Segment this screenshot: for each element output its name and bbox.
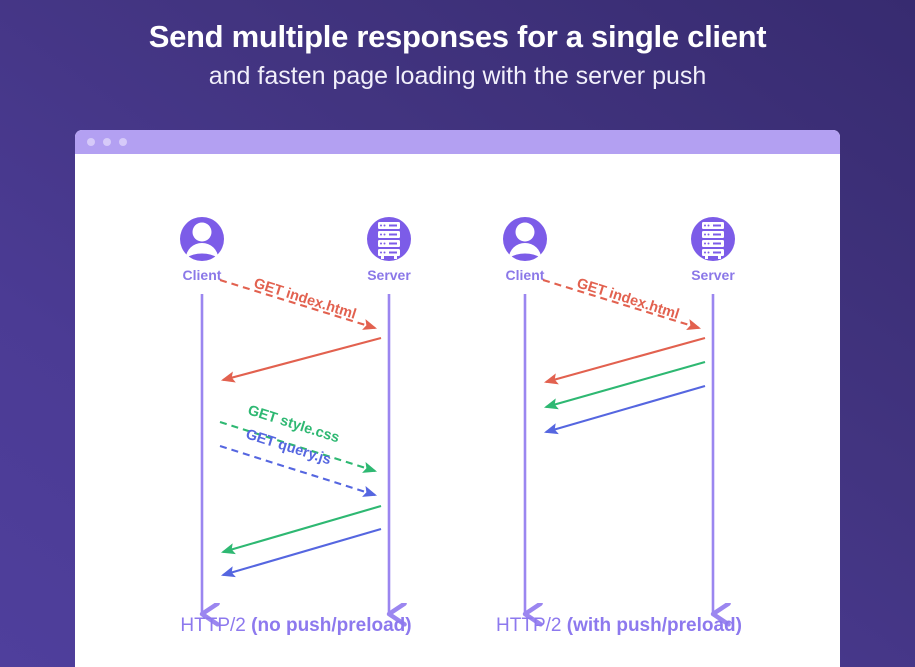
server-foot-left: [705, 256, 708, 259]
arrow-response-html-left: [220, 336, 382, 383]
node-label-server-right: Server: [691, 267, 735, 283]
window-dot-close-icon[interactable]: [87, 138, 95, 146]
browser-titlebar: [75, 130, 840, 154]
arrow-response-query-left: [220, 527, 382, 578]
page-title: Send multiple responses for a single cli…: [148, 19, 767, 54]
node-client-left: Client: [180, 217, 224, 283]
arrow-get-index-right: [542, 278, 702, 330]
arrow-get-index-left: [219, 278, 378, 330]
server-rack-icon: [691, 217, 735, 261]
node-client-right: Client: [503, 217, 547, 283]
arrow-label-get-index-right: GET index.html: [575, 276, 681, 323]
arrow-get-query-left: [219, 444, 378, 497]
server-foot-left: [381, 256, 384, 259]
caption-with-push-prefix: HTTP/2: [496, 615, 567, 636]
arrow-label-get-index-left: GET index.html: [252, 276, 358, 323]
node-server-left: Server: [367, 217, 411, 283]
window-dot-minimize-icon[interactable]: [103, 138, 111, 146]
caption-no-push-prefix: HTTP/2: [180, 615, 251, 636]
node-server-right: Server: [691, 217, 735, 283]
page-subtitle: and fasten page loading with the server …: [208, 61, 707, 90]
browser-window: Client: [75, 130, 840, 667]
heading-block: Send multiple responses for a single cli…: [0, 18, 915, 92]
node-label-client-right: Client: [506, 267, 545, 283]
client-body-shape: [509, 243, 541, 258]
arrow-response-html-right: [543, 336, 706, 385]
caption-with-push-strong: (with push/preload): [567, 615, 742, 636]
arrow-response-style-left: [220, 504, 382, 555]
caption-with-push: HTTP/2 (with push/preload): [496, 615, 742, 636]
caption-no-push-strong: (no push/preload): [251, 615, 411, 636]
arrow-push-style-right: [543, 360, 706, 410]
arrow-get-style-left: [219, 420, 378, 473]
diagram-canvas: Client: [75, 154, 840, 667]
window-dot-maximize-icon[interactable]: [119, 138, 127, 146]
server-rack-icon: [367, 217, 411, 261]
server-foot-right: [718, 256, 721, 259]
client-head-shape: [192, 222, 212, 242]
client-head-shape: [515, 222, 535, 242]
arrow-push-query-right: [543, 384, 706, 435]
node-label-server-left: Server: [367, 267, 411, 283]
caption-no-push: HTTP/2 (no push/preload): [180, 615, 411, 636]
diagram-with-push: Client: [496, 217, 742, 636]
server-foot-right: [394, 256, 397, 259]
node-label-client-left: Client: [183, 267, 222, 283]
client-body-shape: [186, 243, 218, 258]
diagram-no-push: Client: [180, 217, 412, 636]
